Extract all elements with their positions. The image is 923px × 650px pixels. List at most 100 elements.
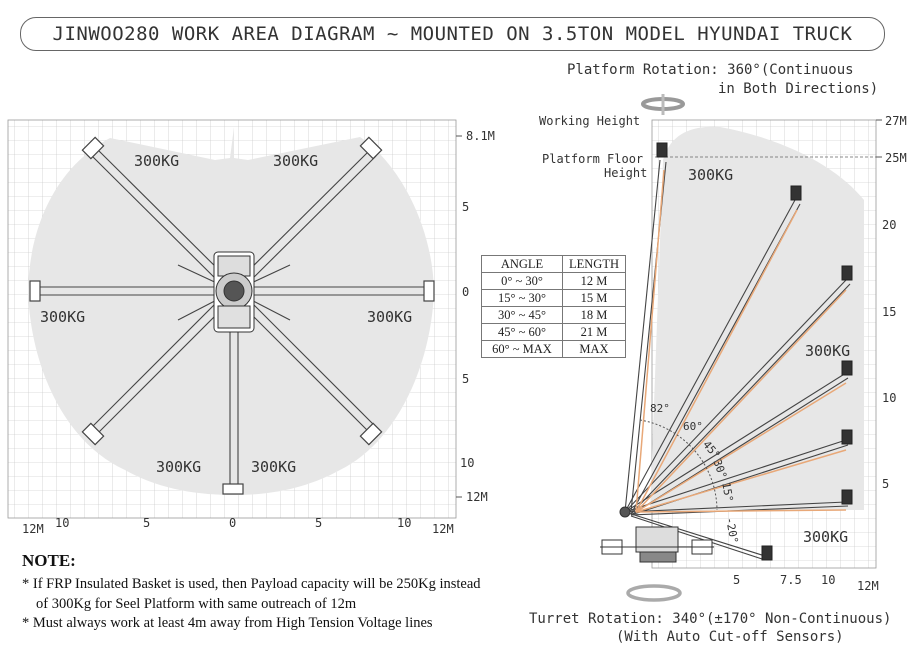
table-cell-length: 12 M bbox=[562, 272, 626, 290]
capacity-label-ne: 300KG bbox=[273, 152, 318, 170]
platform-floor-label-line2: Height bbox=[604, 166, 648, 180]
angle-arc bbox=[639, 419, 718, 511]
capacity-label-nw: 300KG bbox=[134, 152, 179, 170]
top-view-capacity-labels: 300KG 300KG 300KG 300KG 300KG 300KG bbox=[40, 152, 412, 476]
angle-label-5: -20° bbox=[723, 516, 740, 544]
basket-minus20deg bbox=[761, 545, 773, 561]
platform-rotation-line2: in Both Directions) bbox=[718, 81, 879, 97]
left-bottom-axis-4: 5 bbox=[315, 516, 322, 530]
angle-label-0: 82° bbox=[650, 402, 670, 415]
platform-west bbox=[29, 280, 41, 302]
top-view-diagram: 300KG 300KG 300KG 300KG 300KG 300KG 8.1M… bbox=[7, 119, 495, 536]
platform-floor-label-line1: Platform Floor bbox=[542, 152, 644, 166]
capacity-label-w: 300KG bbox=[40, 308, 85, 326]
table-cell-angle: 60° ~ MAX bbox=[481, 340, 563, 358]
capacity-label-e: 300KG bbox=[367, 308, 412, 326]
right-axis-3: 15 bbox=[882, 305, 896, 319]
table-cell-angle: 0° ~ 30° bbox=[481, 272, 563, 290]
table-cell-angle: 45° ~ 60° bbox=[481, 323, 563, 341]
right-axis-0: 27M bbox=[885, 114, 907, 128]
top-view-truck bbox=[213, 251, 255, 333]
capacity-label-bottom: 300KG bbox=[803, 528, 848, 546]
boom-45deg bbox=[624, 279, 851, 515]
left-bottom-axis-6: 12M bbox=[432, 522, 454, 536]
table-row: 45° ~ 60°21 M bbox=[481, 323, 626, 341]
basket-30deg bbox=[841, 360, 853, 376]
left-right-axis-2: 0 bbox=[462, 285, 469, 299]
basket-45deg bbox=[841, 265, 853, 281]
right-axis-5: 5 bbox=[882, 477, 889, 491]
left-bottom-axis-3: 0 bbox=[229, 516, 236, 530]
left-bottom-axis-5: 10 bbox=[397, 516, 411, 530]
capacity-label-top: 300KG bbox=[688, 166, 733, 184]
table-cell-angle: 15° ~ 30° bbox=[481, 289, 563, 307]
platform-east bbox=[423, 280, 435, 302]
turret-rotation-line2: (With Auto Cut-off Sensors) bbox=[616, 629, 844, 645]
platform-nw bbox=[81, 136, 105, 160]
table-cell-angle: 30° ~ 45° bbox=[481, 306, 563, 324]
note-heading: NOTE: bbox=[22, 551, 76, 570]
left-right-axis-0: 8.1M bbox=[466, 129, 495, 143]
table-cell-length: 15 M bbox=[562, 289, 626, 307]
platform-se bbox=[359, 422, 383, 446]
right-bottom-axis-2: 10 bbox=[821, 573, 835, 587]
right-axis-2: 20 bbox=[882, 218, 896, 232]
boom-west bbox=[40, 286, 234, 296]
basket-0deg bbox=[841, 489, 853, 505]
platform-rotation-line1: Platform Rotation: 360°(Continuous bbox=[567, 62, 854, 78]
boom-east bbox=[234, 286, 425, 296]
left-bottom-axis-1: 10 bbox=[55, 516, 69, 530]
capacity-label-se: 300KG bbox=[251, 458, 296, 476]
basket-82deg bbox=[656, 142, 668, 158]
top-view-bottom-axis: 12M 10 5 0 5 10 12M bbox=[22, 516, 454, 536]
diagram-title: JINWOO280 WORK AREA DIAGRAM ~ MOUNTED ON… bbox=[20, 17, 885, 51]
left-bottom-axis-2: 5 bbox=[143, 516, 150, 530]
table-cell-length: MAX bbox=[562, 340, 626, 358]
side-view-truck bbox=[600, 506, 714, 563]
table-cell-length: 21 M bbox=[562, 323, 626, 341]
side-view-capacity-labels: 300KG 300KG 300KG bbox=[688, 166, 850, 546]
top-view-right-axis: 8.1M 5 0 5 10 12M bbox=[456, 129, 495, 504]
platform-rotation-icon bbox=[641, 94, 685, 115]
right-axis-4: 10 bbox=[882, 391, 896, 405]
side-view-angle-labels: 82° 60° 45° 30° 15° -20° bbox=[650, 402, 740, 545]
side-view-baskets bbox=[656, 142, 853, 561]
side-view-right-axis: 27M 25M 20 15 10 5 bbox=[876, 114, 907, 491]
top-view-platforms bbox=[29, 136, 435, 495]
basket-15deg bbox=[841, 429, 853, 445]
right-axis-1: 25M bbox=[885, 151, 907, 165]
table-row: 15° ~ 30°15 M bbox=[481, 289, 626, 307]
left-bottom-axis-0: 12M bbox=[22, 522, 44, 536]
platform-ne bbox=[359, 136, 383, 160]
capacity-label-mid: 300KG bbox=[805, 342, 850, 360]
side-view-bottom-axis: 5 7.5 10 12M bbox=[733, 573, 879, 593]
working-height-label: Working Height bbox=[539, 114, 641, 128]
angle-label-3: 30° bbox=[710, 458, 729, 481]
table-cell-length: 18 M bbox=[562, 306, 626, 324]
left-right-axis-1: 5 bbox=[462, 200, 469, 214]
side-view-cylinders bbox=[635, 169, 847, 513]
side-view-diagram: 82° 60° 45° 30° 15° -20° 300KG 300KG 300… bbox=[600, 94, 907, 602]
side-view-booms bbox=[624, 159, 851, 561]
capacity-label-sw: 300KG bbox=[156, 458, 201, 476]
table-header-row: ANGLE LENGTH bbox=[481, 255, 626, 273]
note-line2: of 300Kg for Seel Platform with same out… bbox=[36, 596, 357, 612]
note-line1: * If FRP Insulated Basket is used, then … bbox=[22, 576, 481, 592]
table-header-angle: ANGLE bbox=[481, 255, 563, 273]
basket-60deg bbox=[790, 185, 802, 201]
angle-length-table: ANGLE LENGTH 0° ~ 30°12 M 15° ~ 30°15 M … bbox=[481, 255, 626, 358]
boom-minus20deg bbox=[624, 511, 766, 561]
note-line3: * Must always work at least 4m away from… bbox=[22, 615, 433, 631]
platform-sw bbox=[81, 422, 105, 446]
side-view-work-area bbox=[650, 126, 864, 512]
angle-label-4: 15° bbox=[719, 481, 735, 503]
right-bottom-axis-0: 5 bbox=[733, 573, 740, 587]
table-row: 0° ~ 30°12 M bbox=[481, 272, 626, 290]
table-row: 30° ~ 45°18 M bbox=[481, 306, 626, 324]
turret-rotation-icon bbox=[626, 584, 682, 602]
left-right-axis-3: 5 bbox=[462, 372, 469, 386]
table-header-length: LENGTH bbox=[562, 255, 626, 273]
right-bottom-axis-3: 12M bbox=[857, 579, 879, 593]
